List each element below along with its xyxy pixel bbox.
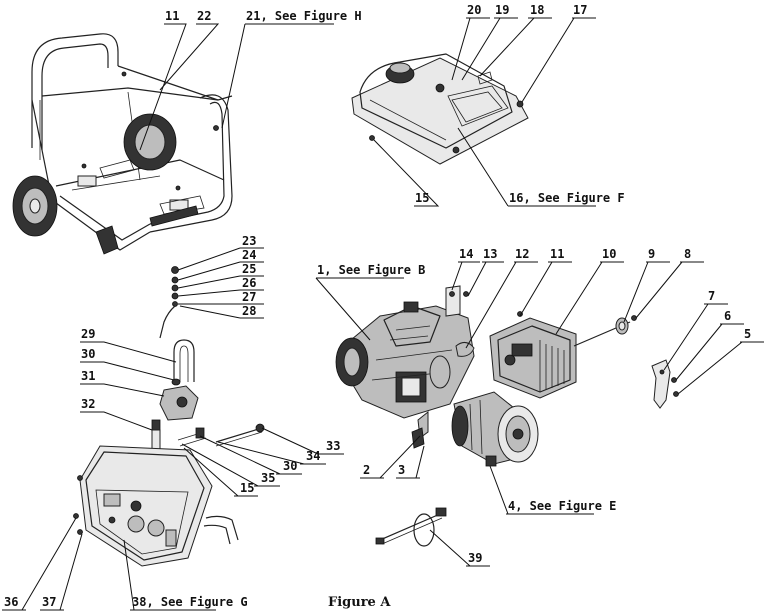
callout-14: 14 bbox=[459, 247, 473, 261]
callout-33: 33 bbox=[326, 439, 340, 453]
fuel-tank bbox=[351, 53, 529, 165]
callout-28: 28 bbox=[242, 304, 256, 318]
callout-16: 16, See Figure F bbox=[509, 191, 625, 205]
callout-12: 12 bbox=[515, 247, 529, 261]
frame-assembly bbox=[12, 33, 233, 255]
callout-34: 34 bbox=[306, 449, 320, 463]
callout-21: 21, See Figure H bbox=[246, 9, 362, 23]
callout-6: 6 bbox=[724, 309, 731, 323]
callout-7: 7 bbox=[708, 289, 715, 303]
callout-11-frame: 11 bbox=[165, 9, 179, 23]
callout-15-line: 15 bbox=[240, 481, 254, 495]
tie-rod-bolts bbox=[573, 315, 637, 347]
callout-labels: 11 22 21, See Figure H 20 19 18 17 15 16… bbox=[4, 3, 751, 609]
callout-8: 8 bbox=[684, 247, 691, 261]
callout-38: 38, See Figure G bbox=[132, 595, 248, 609]
callout-25: 25 bbox=[242, 262, 256, 276]
callout-23: 23 bbox=[242, 234, 256, 248]
callout-15-tank: 15 bbox=[415, 191, 429, 205]
callout-5: 5 bbox=[744, 327, 751, 341]
callout-36: 36 bbox=[4, 595, 18, 609]
callout-11-engine: 11 bbox=[550, 247, 564, 261]
callout-13: 13 bbox=[483, 247, 497, 261]
callout-24: 24 bbox=[242, 248, 256, 262]
ground-cable bbox=[375, 507, 447, 547]
callout-27: 27 bbox=[242, 290, 256, 304]
callout-2: 2 bbox=[363, 463, 370, 477]
callout-22: 22 bbox=[197, 9, 211, 23]
callout-20: 20 bbox=[467, 3, 481, 17]
callout-37: 37 bbox=[42, 595, 56, 609]
rear-bracket bbox=[651, 359, 679, 409]
callout-10: 10 bbox=[602, 247, 616, 261]
callout-32: 32 bbox=[81, 397, 95, 411]
callout-17: 17 bbox=[573, 3, 587, 17]
callout-30-valve: 30 bbox=[81, 347, 95, 361]
air-cleaner bbox=[489, 317, 577, 399]
callout-35: 35 bbox=[261, 471, 275, 485]
callout-3: 3 bbox=[398, 463, 405, 477]
alternator bbox=[451, 391, 539, 467]
callout-30-line: 30 bbox=[283, 459, 297, 473]
callout-26: 26 bbox=[242, 276, 256, 290]
callout-9: 9 bbox=[648, 247, 655, 261]
mount-bracket-small bbox=[445, 285, 523, 357]
callout-4: 4, See Figure E bbox=[508, 499, 616, 513]
leader-lines bbox=[2, 17, 764, 611]
control-panel bbox=[73, 445, 239, 567]
callout-29: 29 bbox=[81, 327, 95, 341]
callout-31: 31 bbox=[81, 369, 95, 383]
callout-18: 18 bbox=[530, 3, 544, 17]
fuel-line-parts bbox=[159, 266, 179, 339]
engine bbox=[335, 301, 475, 419]
callout-1: 1, See Figure B bbox=[317, 263, 425, 277]
figure-caption: Figure A bbox=[328, 595, 391, 610]
callout-39: 39 bbox=[468, 551, 482, 565]
callout-19: 19 bbox=[495, 3, 509, 17]
